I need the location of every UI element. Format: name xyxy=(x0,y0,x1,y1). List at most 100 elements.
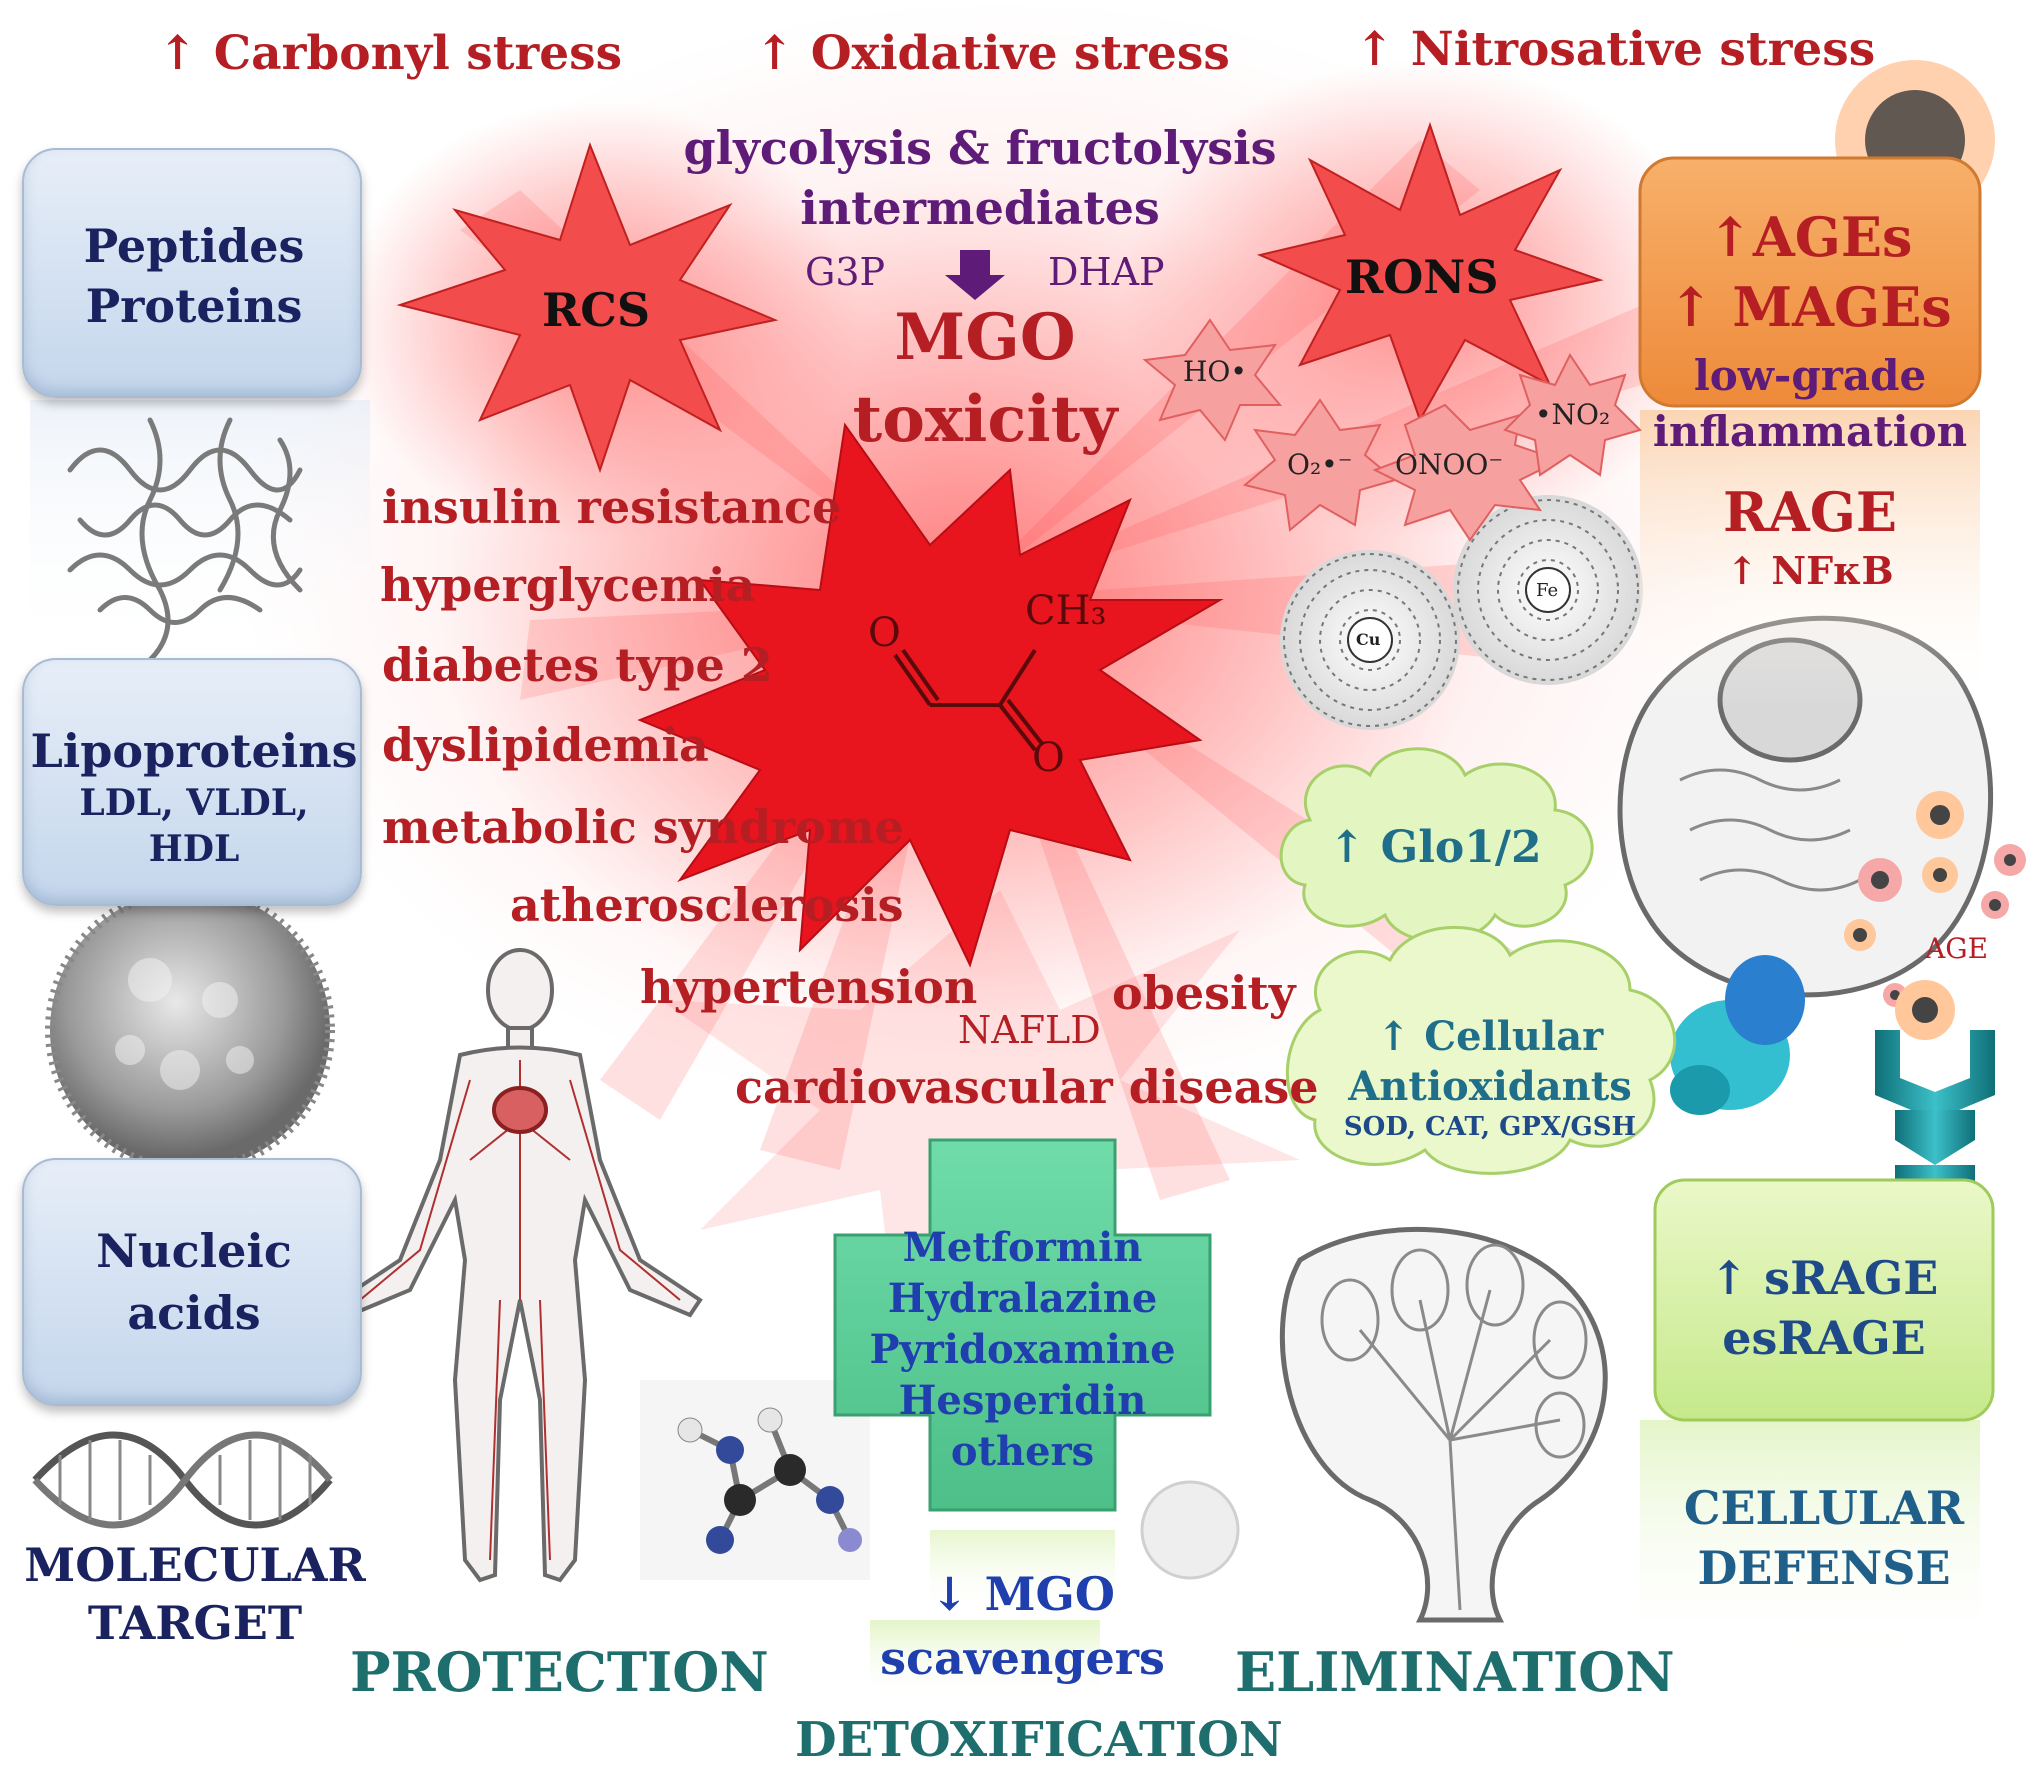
molecular-target-line-1: MOLECULAR xyxy=(24,1538,366,1592)
disease-atherosclerosis: atherosclerosis xyxy=(510,878,904,932)
lipoproteins-title: Lipoproteins xyxy=(30,724,358,778)
no2-radical-star xyxy=(1503,353,1642,477)
lipoproteins-box: Lipoproteins LDL, VLDL, HDL xyxy=(22,658,362,906)
disease-dyslipidemia: dyslipidemia xyxy=(382,718,709,772)
detox-drug-list: Metformin Hydralazine Pyridoxamine Hespe… xyxy=(835,1222,1210,1477)
disease-diabetes-type-2: diabetes type 2 xyxy=(382,638,773,692)
elimination-label: ELIMINATION xyxy=(1235,1640,1675,1704)
o2-radical-label: O₂•⁻ xyxy=(1287,448,1353,481)
ho-radical-label: HO• xyxy=(1183,355,1247,388)
nucleic-line-1: Nucleic xyxy=(96,1224,292,1278)
inflammation-line-2: inflammation xyxy=(1652,407,1968,456)
drug-hydralazine: Hydralazine xyxy=(887,1275,1158,1322)
down-arrow-icon xyxy=(945,250,1005,300)
rage-receptor-illustration xyxy=(1670,955,1805,1115)
onoo-radical-label: ONOO⁻ xyxy=(1395,448,1504,481)
disease-obesity: obesity xyxy=(1112,966,1296,1020)
oxidative-stress-label: ↑ Oxidative stress xyxy=(755,26,1230,81)
srage-line-2: esRAGE xyxy=(1722,1311,1926,1365)
nitrosative-stress-label: ↑ Nitrosative stress xyxy=(1355,22,1876,77)
ho-radical-star xyxy=(1142,318,1283,442)
antioxidant-cloud xyxy=(1285,926,1677,1175)
lipoproteins-sub-1: LDL, VLDL, xyxy=(79,782,309,824)
age-particle-label: AGE xyxy=(1925,932,1989,965)
drug-hesperidin: Hesperidin xyxy=(898,1377,1147,1424)
antioxidants-line-1: ↑ Cellular xyxy=(1376,1013,1604,1060)
cellular-defense-line-2: DEFENSE xyxy=(1697,1541,1951,1595)
disease-cardiovascular: cardiovascular disease xyxy=(735,1060,1319,1114)
mgo-scavengers-label: ↓ MGO scavengers xyxy=(850,1562,1195,1690)
carbonyl-stress-label: ↑ Carbonyl stress xyxy=(158,26,623,81)
toxicity-label: toxicity xyxy=(852,382,1118,457)
pill-icon xyxy=(1140,1480,1240,1580)
glycolysis-line-2: intermediates xyxy=(800,181,1160,235)
right-orange-fade xyxy=(1640,410,1980,710)
molecule-oxygen-2: O xyxy=(1032,735,1065,781)
drug-pyridoxamine: Pyridoxamine xyxy=(869,1326,1176,1373)
rons-label: RONS xyxy=(1345,250,1499,304)
molecular-target-label: MOLECULAR TARGET xyxy=(10,1536,380,1652)
methylglyoxal-structure xyxy=(893,648,1045,752)
rcs-label: RCS xyxy=(542,283,651,337)
disease-hypertension: hypertension xyxy=(640,960,978,1014)
srage-line-1: ↑ sRAGE xyxy=(1709,1251,1939,1305)
proteins-box: Peptides Proteins xyxy=(22,148,362,398)
nucleic-line-2: acids xyxy=(127,1286,261,1340)
antioxidants-label: ↑ Cellular Antioxidants xyxy=(1300,1012,1680,1112)
disease-nafld: NAFLD xyxy=(958,1008,1101,1052)
nfkb-label: ↑ NFκB xyxy=(1726,548,1894,593)
ages-box xyxy=(1638,156,1982,408)
kidney-illustration xyxy=(1279,1227,1608,1623)
lipoprotein-sphere-illustration xyxy=(45,885,335,1175)
right-green-fade xyxy=(1640,1420,1980,1660)
drug-others: others xyxy=(950,1428,1095,1475)
age-particles xyxy=(1844,791,2026,1040)
glo-cloud xyxy=(1279,747,1594,943)
srage-box xyxy=(1653,1178,1995,1422)
iron-label: Fe xyxy=(1536,580,1559,601)
molecule-methyl: CH₃ xyxy=(1025,588,1107,634)
antioxidants-line-2: Antioxidants xyxy=(1348,1063,1632,1110)
no2-radical-label: •NO₂ xyxy=(1535,398,1611,431)
inflammation-line-1: low-grade xyxy=(1693,351,1927,400)
mages-label: ↑ MAGEs xyxy=(1668,275,1952,339)
disease-metabolic-syndrome: metabolic syndrome xyxy=(382,800,904,854)
g3p-label: G3P xyxy=(805,250,886,294)
lower-faint-star xyxy=(660,890,1300,1360)
cellular-defense-label: CELLULAR DEFENSE xyxy=(1655,1478,1993,1598)
copper-atom-illustration xyxy=(1280,550,1460,730)
cellular-defense-line-1: CELLULAR xyxy=(1683,1481,1965,1535)
center-green-fade xyxy=(870,1620,1100,1700)
proteins-line-1: Peptides xyxy=(83,219,305,273)
copper-label: Cu xyxy=(1356,630,1381,649)
disease-hyperglycemia: hyperglycemia xyxy=(380,558,756,612)
iron-atom-illustration xyxy=(1453,495,1643,685)
human-circulatory-illustration xyxy=(337,948,703,1583)
scavenger-molecule-illustration xyxy=(640,1380,870,1580)
antioxidants-enzymes: SOD, CAT, GPX/GSH xyxy=(1343,1112,1637,1142)
glycolysis-line-1: glycolysis & fructolysis xyxy=(683,121,1277,175)
lipoproteins-sub-2: HDL xyxy=(148,828,240,870)
srage-label: ↑ sRAGE esRAGE xyxy=(1655,1248,1993,1368)
mgo-star xyxy=(637,422,1224,968)
inflammation-label: low-grade inflammation xyxy=(1630,348,1990,460)
molecular-target-line-2: TARGET xyxy=(87,1596,303,1650)
detox-cross xyxy=(833,1138,1212,1615)
disease-insulin-resistance: insulin resistance xyxy=(382,480,842,534)
o2-radical-star xyxy=(1242,398,1398,532)
scavengers-line-1: ↓ MGO xyxy=(930,1567,1115,1621)
ages-label: ↑AGEs xyxy=(1707,205,1913,269)
protection-label: PROTECTION xyxy=(350,1640,769,1704)
rcs-star xyxy=(396,142,779,474)
dna-helix-illustration xyxy=(32,1431,333,1529)
drug-metformin: Metformin xyxy=(902,1224,1143,1271)
dhap-label: DHAP xyxy=(1048,250,1165,294)
proteins-line-2: Proteins xyxy=(85,279,303,333)
glo-label: ↑ Glo1/2 xyxy=(1328,822,1542,873)
glycolysis-label: glycolysis & fructolysis intermediates xyxy=(680,118,1280,238)
scavengers-line-2: scavengers xyxy=(880,1631,1165,1685)
molecule-oxygen-1: O xyxy=(868,610,901,656)
rage-label: RAGE xyxy=(1722,480,1898,544)
detoxification-label: DETOXIFICATION xyxy=(795,1712,1283,1768)
